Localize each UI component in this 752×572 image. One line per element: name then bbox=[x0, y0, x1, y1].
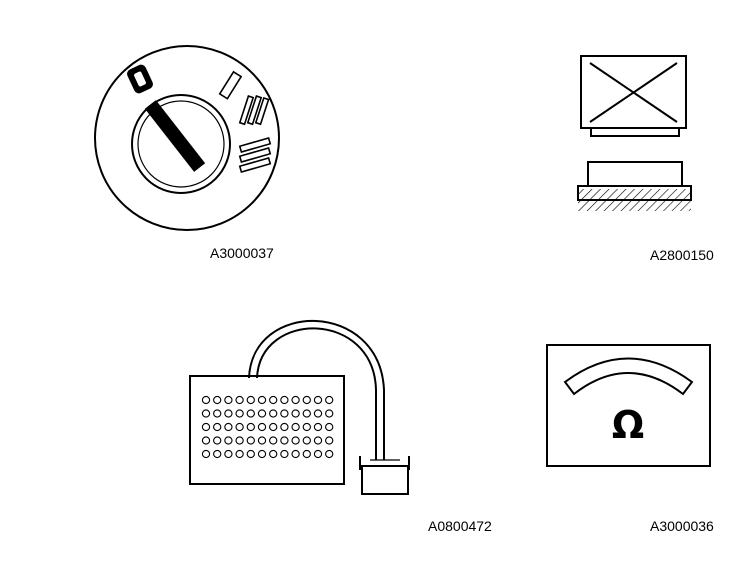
breakout-pin-hole bbox=[313, 409, 323, 418]
breakout-pin-grid bbox=[201, 395, 334, 459]
breakout-pin-hole bbox=[325, 395, 334, 405]
breakout-pin-hole bbox=[302, 409, 311, 418]
breakout-pin-hole bbox=[235, 422, 244, 432]
switch-outer-ring bbox=[94, 45, 280, 231]
breakout-pin-hole bbox=[213, 436, 222, 445]
breakout-pin-hole bbox=[201, 449, 211, 459]
switch-position-marks bbox=[218, 70, 272, 174]
breakout-pin-hole bbox=[280, 449, 289, 459]
caption-connector: A2800150 bbox=[650, 247, 714, 263]
breakout-pin-hole bbox=[325, 422, 334, 432]
breakout-pin-hole bbox=[246, 409, 255, 418]
breakout-pin-hole bbox=[313, 436, 323, 445]
breakout-pin-hole bbox=[313, 422, 323, 432]
breakout-pin-hole bbox=[235, 449, 244, 459]
breakout-pin-hole bbox=[257, 436, 267, 445]
connector-housing-lip bbox=[590, 127, 680, 137]
breakout-pin-hole bbox=[302, 449, 311, 459]
switch-knob-ring bbox=[131, 94, 231, 194]
connector-mounting-hatch bbox=[578, 189, 691, 211]
breakout-pin-hole bbox=[302, 436, 311, 445]
breakout-pin-hole bbox=[291, 409, 300, 418]
caption-breakout-box: A0800472 bbox=[428, 518, 492, 534]
breakout-pin-hole bbox=[280, 395, 289, 405]
breakout-pin-hole bbox=[325, 409, 334, 418]
breakout-box-body bbox=[189, 375, 345, 485]
breakout-pin-hole bbox=[291, 422, 300, 432]
breakout-pin-hole bbox=[280, 422, 289, 432]
breakout-pin-hole bbox=[213, 409, 222, 418]
breakout-pin-hole bbox=[269, 422, 278, 432]
breakout-plug bbox=[361, 465, 409, 495]
breakout-pin-hole bbox=[201, 395, 211, 405]
breakout-pin-hole bbox=[257, 422, 267, 432]
connector-plug-bottom bbox=[587, 161, 683, 187]
breakout-pin-hole bbox=[224, 409, 233, 418]
breakout-pin-hole bbox=[201, 409, 211, 418]
breakout-pin-hole bbox=[269, 409, 278, 418]
caption-switch: A3000037 bbox=[210, 245, 274, 261]
breakout-pin-hole bbox=[269, 395, 278, 405]
breakout-cable-outer bbox=[248, 320, 385, 460]
breakout-pin-hole bbox=[246, 436, 255, 445]
switch-pointer-bar bbox=[144, 100, 206, 172]
breakout-pin-hole bbox=[213, 395, 222, 405]
ohmmeter-icon: Ω bbox=[546, 344, 711, 467]
ohmmeter-scale-arc bbox=[563, 357, 694, 396]
breakout-box-icon bbox=[189, 320, 410, 495]
breakout-pin-hole bbox=[257, 409, 267, 418]
ohm-symbol: Ω bbox=[612, 403, 644, 447]
switch-off-marker-hole bbox=[134, 71, 146, 87]
breakout-pin-hole bbox=[325, 436, 334, 445]
breakout-pin-hole bbox=[325, 449, 334, 459]
breakout-pin-hole bbox=[291, 395, 300, 405]
breakout-pin-hole bbox=[213, 422, 222, 432]
breakout-pin-hole bbox=[224, 395, 233, 405]
breakout-pin-hole bbox=[235, 409, 244, 418]
breakout-pin-hole bbox=[224, 422, 233, 432]
breakout-pin-hole bbox=[246, 422, 255, 432]
breakout-pin-hole bbox=[201, 436, 211, 445]
breakout-pin-hole bbox=[257, 395, 267, 405]
switch-knob-inner-ring bbox=[137, 100, 225, 188]
breakout-pin-hole bbox=[257, 449, 267, 459]
breakout-pin-hole bbox=[235, 436, 244, 445]
breakout-cable-inner bbox=[256, 327, 377, 460]
ohmmeter-body bbox=[546, 344, 711, 467]
caption-ohmmeter: A3000036 bbox=[650, 518, 714, 534]
breakout-pin-hole bbox=[269, 436, 278, 445]
breakout-pin-hole bbox=[291, 449, 300, 459]
breakout-pin-hole bbox=[313, 449, 323, 459]
breakout-pin-hole bbox=[313, 395, 323, 405]
breakout-pin-hole bbox=[201, 422, 211, 432]
rotary-light-switch-icon bbox=[94, 45, 280, 231]
breakout-pin-hole bbox=[224, 436, 233, 445]
breakout-pin-hole bbox=[246, 449, 255, 459]
disconnected-connector-icon bbox=[577, 55, 692, 211]
breakout-pin-hole bbox=[235, 395, 244, 405]
breakout-pin-hole bbox=[246, 395, 255, 405]
breakout-pin-hole bbox=[302, 395, 311, 405]
breakout-pin-hole bbox=[280, 409, 289, 418]
breakout-pin-hole bbox=[280, 436, 289, 445]
breakout-pin-hole bbox=[224, 449, 233, 459]
breakout-pin-hole bbox=[269, 449, 278, 459]
breakout-pin-hole bbox=[213, 449, 222, 459]
breakout-pin-hole bbox=[291, 436, 300, 445]
breakout-pin-hole bbox=[302, 422, 311, 432]
connector-cross-line-b bbox=[589, 62, 678, 123]
